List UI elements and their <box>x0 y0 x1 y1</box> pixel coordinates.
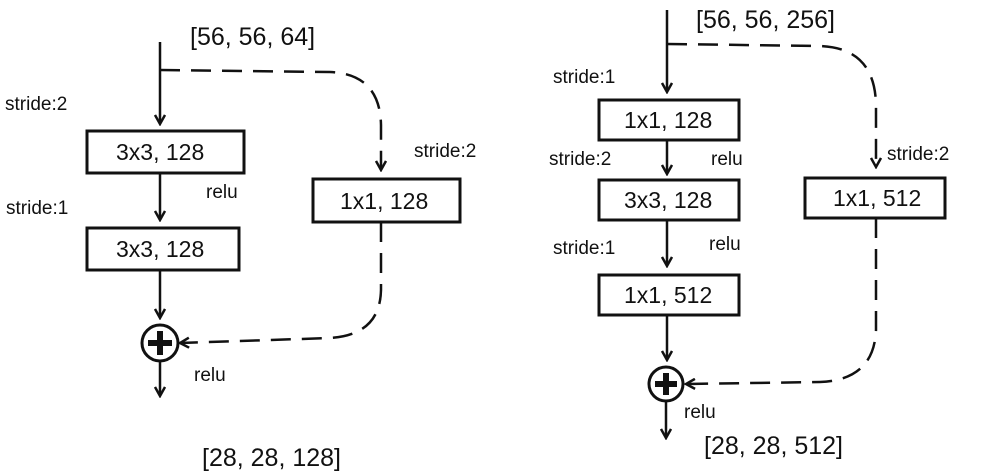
right-shortcut-in-arrow <box>666 42 876 167</box>
left-input-shape: [56, 56, 64] <box>190 23 315 51</box>
left-shortcut-in-arrow <box>159 68 381 170</box>
right-conv3-box <box>597 273 741 317</box>
right-output-shape: [28, 28, 512] <box>704 432 843 460</box>
left-add-node-icon <box>140 323 180 363</box>
right-conv3-label: 1x1, 512 <box>624 282 712 308</box>
left-conv1-stride: stride:2 <box>5 94 67 115</box>
right-conv1-label: 1x1, 128 <box>624 107 712 133</box>
left-conv1-label: 3x3, 128 <box>116 139 204 165</box>
left-shortcut-out-arrow <box>180 222 383 343</box>
left-conv2-label: 3x3, 128 <box>116 236 204 262</box>
left-output-shape: [28, 28, 128] <box>202 444 341 472</box>
right-conv1-stride: stride:1 <box>553 67 615 88</box>
right-shortcut-stride: stride:2 <box>887 144 949 165</box>
right-conv2-relu: relu <box>709 234 741 255</box>
right-conv2-label: 3x3, 128 <box>624 187 712 213</box>
right-conv3-stride: stride:1 <box>553 238 615 259</box>
right-conv1-relu: relu <box>711 149 743 170</box>
left-conv2-stride: stride:1 <box>6 198 68 219</box>
left-block: [56, 56, 64] stride:2 3x3, 128 relu stri… <box>5 23 476 472</box>
right-shortcut-out-arrow <box>686 218 878 384</box>
right-add-relu: relu <box>684 402 716 423</box>
right-shortcut-label: 1x1, 512 <box>833 185 921 211</box>
left-conv1-box <box>85 129 246 175</box>
left-conv1-relu: relu <box>206 182 238 203</box>
right-conv2-stride: stride:2 <box>549 149 611 170</box>
right-shortcut-box <box>803 176 947 220</box>
right-add-node-icon <box>647 365 685 403</box>
left-conv2-box <box>85 226 241 272</box>
left-add-relu: relu <box>194 365 226 386</box>
right-input-shape: [56, 56, 256] <box>696 6 835 34</box>
right-conv2-box <box>597 178 741 222</box>
right-block: [56, 56, 256] stride:1 1x1, 128 relu str… <box>549 6 949 460</box>
left-shortcut-stride: stride:2 <box>414 141 476 162</box>
left-shortcut-label: 1x1, 128 <box>340 188 428 214</box>
right-conv1-box <box>597 98 741 142</box>
left-shortcut-box <box>311 177 462 224</box>
